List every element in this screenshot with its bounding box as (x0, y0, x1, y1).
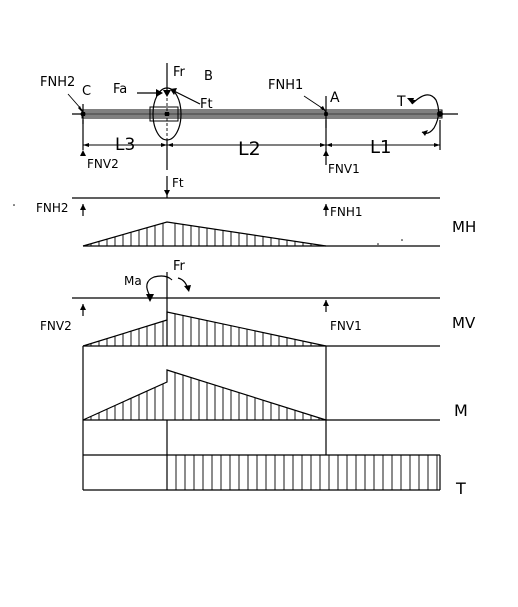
label-fnh2-mid: FNH2 (36, 201, 69, 215)
top-forces (67, 63, 414, 113)
ma-arrow (146, 275, 173, 297)
labels: FNH2 C Fa Fr B Ft FNH1 A T L3 L2 L1 FNV2… (36, 65, 476, 498)
gear-hub (149, 106, 179, 122)
label-fr-mid: Fr (173, 259, 186, 274)
label-fnv2-mid: FNV2 (40, 319, 72, 333)
label-l2: L2 (238, 138, 261, 160)
label-mv: MV (452, 314, 476, 332)
label-t-top: T (396, 94, 406, 110)
label-fnv1-mid: FNV1 (330, 319, 362, 333)
label-mh: MH (452, 218, 476, 236)
bearing-c-dot (80, 111, 86, 117)
label-fnv2-top: FNV2 (87, 157, 119, 171)
label-ma: Ma (124, 274, 142, 288)
label-fnh1-mid: FNH1 (330, 205, 363, 219)
mh-diagram (72, 176, 440, 247)
m-diagram (82, 346, 440, 490)
label-b: B (204, 69, 213, 84)
label-l3: L3 (115, 135, 135, 155)
torque-arc (411, 94, 440, 134)
label-ft-top: Ft (200, 97, 213, 112)
label-c: C (82, 84, 91, 99)
mv-diagram (72, 272, 440, 347)
label-fa: Fa (113, 82, 127, 97)
t-diagram (83, 420, 441, 491)
label-fr-top: Fr (173, 65, 186, 80)
label-fnv1-top: FNV1 (328, 162, 360, 176)
label-t-bottom: T (455, 479, 466, 498)
label-a: A (330, 90, 340, 106)
label-l1: L1 (370, 137, 391, 158)
label-m: M (454, 401, 468, 420)
label-ft-mid: Ft (172, 176, 184, 190)
label-fnh1-top: FNH1 (268, 78, 303, 93)
label-fnh2-top: FNH2 (40, 75, 75, 90)
dimension-line (80, 120, 441, 170)
